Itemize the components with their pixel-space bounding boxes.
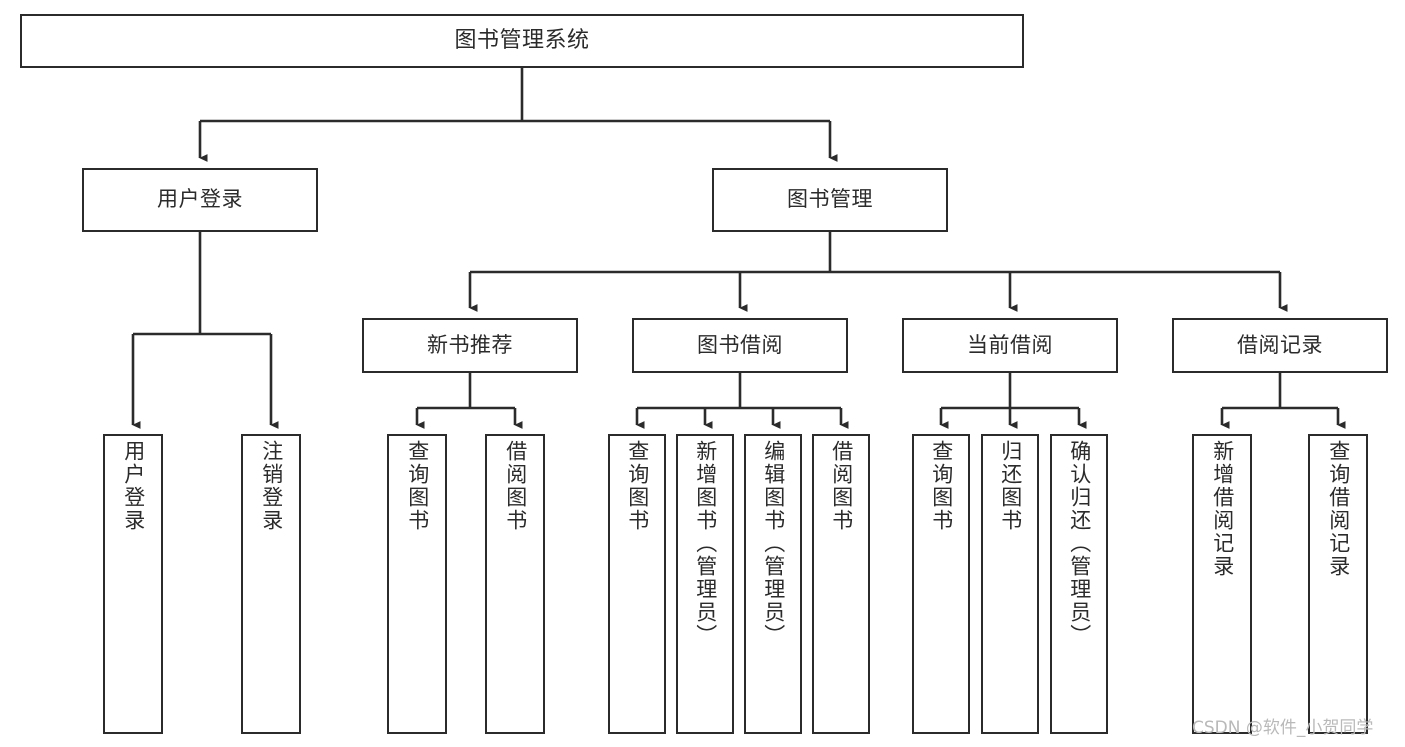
node-label: 确认归还（管理员） bbox=[1067, 440, 1092, 647]
leaf-borrow-record-query[interactable]: 查询借阅记录 bbox=[1308, 434, 1368, 734]
leaf-current-borrow-return[interactable]: 归还图书 bbox=[981, 434, 1039, 734]
node-label: 借阅图书 bbox=[829, 440, 854, 532]
leaf-book-borrow-edit[interactable]: 编辑图书（管理员） bbox=[744, 434, 802, 734]
node-label: 借阅图书 bbox=[503, 440, 528, 532]
csdn-watermark: CSDN @软件_小贺同学 bbox=[1192, 718, 1374, 738]
leaf-user-login-signout[interactable]: 注销登录 bbox=[241, 434, 301, 734]
leaf-borrow-record-add[interactable]: 新增借阅记录 bbox=[1192, 434, 1252, 734]
node-label: 注销登录 bbox=[259, 440, 284, 532]
node-label: 查询图书 bbox=[625, 440, 650, 532]
node-label: 查询借阅记录 bbox=[1326, 440, 1351, 578]
node-borrow-record[interactable]: 借阅记录 bbox=[1172, 318, 1388, 373]
node-label: 图书借阅 bbox=[697, 332, 783, 357]
node-book-management[interactable]: 图书管理 bbox=[712, 168, 948, 232]
node-label: 查询图书 bbox=[929, 440, 954, 532]
node-label: 编辑图书（管理员） bbox=[761, 440, 786, 647]
leaf-user-login-signin[interactable]: 用户登录 bbox=[103, 434, 163, 734]
node-label: 用户登录 bbox=[157, 187, 243, 212]
node-label: 图书管理 bbox=[787, 187, 873, 212]
node-label: 查询图书 bbox=[405, 440, 430, 532]
node-new-book-recommend[interactable]: 新书推荐 bbox=[362, 318, 578, 373]
leaf-book-borrow-add[interactable]: 新增图书（管理员） bbox=[676, 434, 734, 734]
leaf-new-book-query[interactable]: 查询图书 bbox=[387, 434, 447, 734]
node-label: 用户登录 bbox=[121, 440, 146, 532]
node-label: 归还图书 bbox=[998, 440, 1023, 532]
node-label: 新增借阅记录 bbox=[1210, 440, 1235, 578]
leaf-current-borrow-confirm[interactable]: 确认归还（管理员） bbox=[1050, 434, 1108, 734]
node-label: 图书管理系统 bbox=[454, 27, 590, 53]
node-label: 当前借阅 bbox=[967, 332, 1053, 357]
node-book-borrow[interactable]: 图书借阅 bbox=[632, 318, 848, 373]
node-label: 新增图书（管理员） bbox=[693, 440, 718, 647]
leaf-book-borrow-lend[interactable]: 借阅图书 bbox=[812, 434, 870, 734]
node-user-login[interactable]: 用户登录 bbox=[82, 168, 318, 232]
node-current-borrow[interactable]: 当前借阅 bbox=[902, 318, 1118, 373]
node-label: 借阅记录 bbox=[1237, 332, 1323, 357]
leaf-new-book-borrow[interactable]: 借阅图书 bbox=[485, 434, 545, 734]
leaf-book-borrow-query[interactable]: 查询图书 bbox=[608, 434, 666, 734]
leaf-current-borrow-query[interactable]: 查询图书 bbox=[912, 434, 970, 734]
node-root-system[interactable]: 图书管理系统 bbox=[20, 14, 1024, 68]
node-label: 新书推荐 bbox=[427, 332, 513, 357]
